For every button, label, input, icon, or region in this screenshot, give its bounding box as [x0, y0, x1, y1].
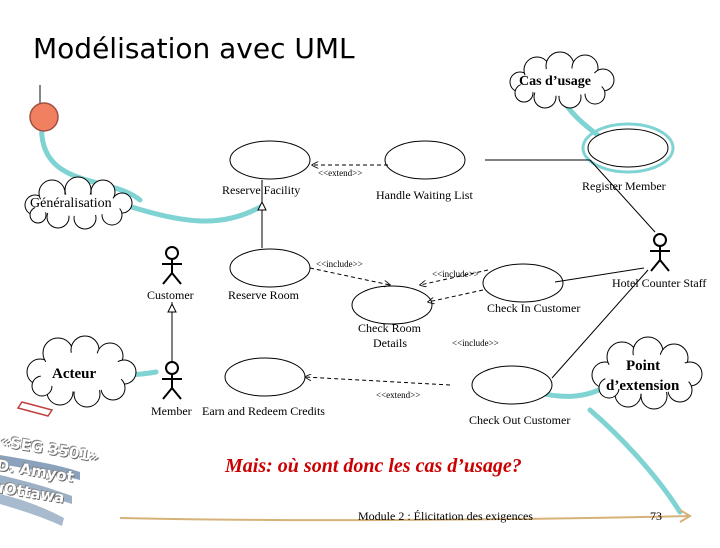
actor-staff-figure: [650, 234, 670, 271]
extend-bottom-arrow: [305, 377, 450, 385]
use-case-earn-redeem-credits: Earn and Redeem Credits: [202, 404, 325, 419]
use-case-reserve-facility: Reserve Facility: [222, 183, 300, 198]
extend-bottom-label: <<extend>>: [376, 390, 420, 400]
actor-customer-figure: [162, 247, 182, 284]
extend-top-label: <<extend>>: [318, 168, 362, 178]
page-number: 73: [650, 509, 662, 524]
use-case-reserve-room: Reserve Room: [228, 288, 299, 303]
question-text: Mais: où sont donc les cas d’usage?: [225, 455, 522, 478]
footer-text: Module 2 : Élicitation des exigences: [358, 509, 533, 524]
actor-staff-label: Hotel Counter Staff: [612, 276, 706, 291]
earn-redeem-credits-ellipse: [225, 358, 305, 396]
use-case-check-room-line1: Check Room: [358, 321, 421, 336]
use-case-check-in-customer: Check In Customer: [487, 301, 580, 316]
include-left-label: <<include>>: [316, 259, 363, 269]
actor-member-label: Member: [151, 404, 192, 419]
include-left-arrow: [310, 268, 390, 285]
page-connector: [590, 410, 680, 512]
use-case-register-member: Register Member: [582, 179, 666, 194]
course-badge: «SEG 3501» D. Amyot uOttawa: [0, 432, 109, 548]
handle-waiting-list-ellipse: [385, 141, 465, 179]
check-room-details-ellipse: [352, 286, 432, 324]
actor-customer-label: Customer: [147, 288, 194, 303]
use-case-check-out-customer: Check Out Customer: [469, 413, 570, 428]
point-extension-line1: Point: [626, 358, 660, 375]
check-out-customer-ellipse: [472, 366, 552, 404]
generalisation-callout: Généralisation: [30, 196, 112, 212]
reserve-facility-ellipse: [230, 141, 310, 179]
register-member-ellipse: [588, 129, 668, 167]
pen-icon: [18, 402, 52, 416]
actor-member-figure: [162, 362, 182, 399]
point-extension-line2: d’extension: [606, 378, 679, 395]
use-case-handle-waiting-list: Handle Waiting List: [376, 188, 473, 203]
page-title: Modélisation avec UML: [33, 32, 355, 65]
use-case-check-room-line2: Details: [373, 336, 407, 351]
include-right-label: <<include>>: [432, 269, 479, 279]
generalisation-connector: [125, 205, 262, 221]
check-in-customer-ellipse: [483, 264, 563, 302]
include-bottom-arrow: [428, 290, 483, 302]
include-bottom-label: <<include>>: [452, 338, 499, 348]
cas-usage-callout: Cas d’usage: [519, 74, 591, 90]
member-triangle: [168, 304, 176, 312]
reserve-room-ellipse: [230, 249, 310, 287]
pin-head: [30, 103, 58, 131]
acteur-callout: Acteur: [52, 366, 96, 383]
